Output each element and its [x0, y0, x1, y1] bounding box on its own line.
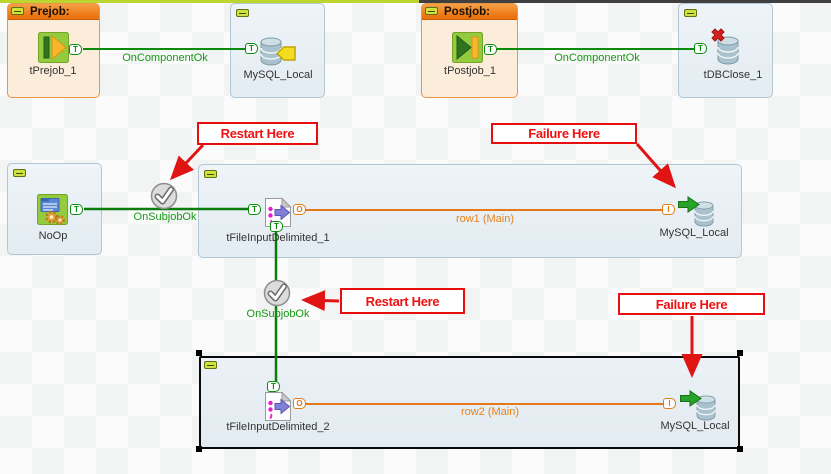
collapse-minus-icon[interactable] — [236, 9, 249, 17]
trigger-connector[interactable]: T — [245, 43, 258, 54]
collapse-minus-icon[interactable] — [204, 170, 217, 178]
connection-label-row2[interactable]: row2 (Main) — [460, 406, 520, 418]
collapse-minus-icon[interactable] — [11, 7, 24, 15]
component-label-tpostjob[interactable]: tPostjob_1 — [444, 65, 496, 77]
input-connector[interactable]: I — [663, 398, 676, 409]
collapse-minus-icon[interactable] — [13, 169, 26, 177]
checkmark-icon[interactable] — [263, 279, 291, 307]
connection-label-oncomponentok-1[interactable]: OnComponentOk — [122, 52, 208, 64]
trigger-connector[interactable]: T — [70, 204, 83, 215]
postjob-subjob-title: Postjob: — [422, 4, 517, 20]
tpostjob-icon[interactable] — [452, 32, 483, 63]
top-strip-dark — [419, 0, 831, 3]
selection-handle[interactable] — [737, 350, 743, 356]
yellow-plug-icon — [276, 46, 296, 61]
component-label-mysql-conn[interactable]: MySQL_Local — [243, 69, 313, 81]
annotation-failure-top[interactable]: Failure Here — [491, 123, 637, 144]
annotation-restart-bottom[interactable]: Restart Here — [340, 288, 465, 314]
red-x-icon — [711, 28, 725, 42]
selection-handle[interactable] — [737, 446, 743, 452]
input-connector[interactable]: I — [662, 204, 675, 215]
restart-bottom-arrow — [301, 290, 340, 312]
component-label-tfile2[interactable]: tFileInputDelimited_2 — [226, 421, 330, 433]
annotation-restart-top[interactable]: Restart Here — [197, 122, 318, 145]
connection-label-onsubjobok-2[interactable]: OnSubjobOk — [246, 308, 310, 320]
collapse-minus-icon[interactable] — [684, 9, 697, 17]
dbclose-subjob-box[interactable] — [678, 3, 773, 98]
connection-label-oncomponentok-2[interactable]: OnComponentOk — [554, 52, 640, 64]
trigger-connector[interactable]: T — [694, 43, 707, 54]
component-label-tprejob[interactable]: tPrejob_1 — [29, 65, 77, 77]
tfileinputdelimited2-icon[interactable] — [264, 391, 292, 422]
selection-handle[interactable] — [196, 350, 202, 356]
trigger-connector[interactable]: T — [267, 381, 280, 392]
component-label-noop[interactable]: NoOp — [38, 230, 68, 242]
output-connector[interactable]: O — [293, 204, 306, 215]
noop-icon[interactable] — [37, 194, 68, 225]
gear-icon — [45, 210, 65, 225]
annotation-failure-bottom[interactable]: Failure Here — [618, 293, 765, 315]
mysql-output1-database-icon[interactable] — [692, 201, 716, 227]
top-strip-green — [0, 0, 419, 3]
output-connector[interactable]: O — [293, 398, 306, 409]
component-label-mysql-out2[interactable]: MySQL_Local — [660, 420, 730, 432]
green-insert-arrow-icon — [678, 196, 700, 213]
trigger-connector[interactable]: T — [69, 44, 82, 55]
trigger-connector[interactable]: T — [248, 204, 261, 215]
tprejob-icon[interactable] — [38, 32, 69, 63]
component-label-mysql-out1[interactable]: MySQL_Local — [659, 227, 729, 239]
prejob-subjob-title: Prejob: — [8, 4, 99, 20]
component-label-tdbclose[interactable]: tDBClose_1 — [703, 69, 763, 81]
collapse-minus-icon[interactable] — [425, 7, 438, 15]
green-insert-arrow-icon — [680, 390, 702, 407]
connection-label-onsubjobok-1[interactable]: OnSubjobOk — [133, 211, 197, 223]
connection-label-row1[interactable]: row1 (Main) — [455, 213, 515, 225]
mysql-output2-database-icon[interactable] — [694, 395, 718, 421]
component-label-tfile1[interactable]: tFileInputDelimited_1 — [226, 232, 330, 244]
selection-handle[interactable] — [196, 446, 202, 452]
collapse-minus-icon[interactable] — [204, 361, 217, 369]
checkmark-icon[interactable] — [150, 182, 178, 210]
trigger-connector[interactable]: T — [484, 44, 497, 55]
trigger-connector[interactable]: T — [270, 221, 283, 232]
